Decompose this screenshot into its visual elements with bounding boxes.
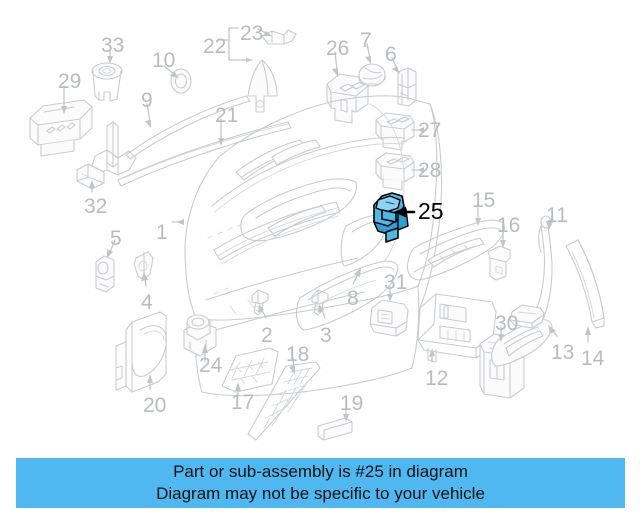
part-29-shape — [29, 99, 93, 157]
diagram-note-banner: Part or sub-assembly is #25 in diagram D… — [16, 458, 625, 508]
callout-label-4: 4 — [141, 291, 153, 314]
callout-label-31: 31 — [384, 271, 408, 294]
part-33-shape — [91, 62, 123, 102]
banner-line-1: Part or sub-assembly is #25 in diagram — [173, 462, 468, 481]
part-4-shape — [133, 251, 154, 281]
part-20-shape — [115, 311, 167, 393]
callout-label-5: 5 — [110, 227, 122, 250]
part-6-shape — [397, 67, 417, 107]
part-32-shape — [76, 121, 137, 190]
callout-arrow-25 — [394, 206, 416, 218]
callout-label-29: 29 — [58, 70, 82, 93]
part-16-shape — [487, 245, 511, 281]
callout-label-18: 18 — [286, 343, 310, 366]
callout-label-8: 8 — [347, 287, 359, 310]
part-17-shape — [221, 347, 279, 393]
part-14-shape — [565, 239, 605, 329]
callout-label-19: 19 — [340, 392, 364, 415]
callout-label-12: 12 — [425, 367, 449, 390]
callout-label-23: 23 — [240, 22, 264, 45]
part-22-shape — [247, 59, 278, 113]
callout-label-7: 7 — [360, 29, 372, 52]
callout-label-32: 32 — [84, 195, 108, 218]
callout-label-28: 28 — [418, 159, 442, 182]
banner-line-2: Diagram may not be specific to your vehi… — [156, 484, 485, 503]
callout-label-24: 24 — [199, 354, 223, 377]
callout-label-33: 33 — [101, 34, 125, 57]
callout-label-26: 26 — [326, 37, 350, 60]
callout-label-15: 15 — [472, 189, 496, 212]
callout-label-3: 3 — [320, 324, 332, 347]
callout-label-1: 1 — [156, 221, 168, 244]
highlighted-part-25-shape — [373, 192, 409, 243]
part-27-shape — [375, 112, 415, 151]
part-24-shape — [183, 314, 217, 357]
part-1-shape — [184, 95, 443, 397]
part-26-shape — [326, 73, 369, 124]
part-23-shape — [261, 29, 297, 45]
part-13-shape — [509, 304, 545, 329]
part-21-shape — [117, 121, 292, 187]
part-8-shape — [295, 260, 399, 331]
part-12-shape — [417, 293, 497, 363]
callout-arrows — [61, 28, 591, 422]
callout-label-9: 9 — [141, 89, 153, 112]
part-19-shape — [317, 417, 353, 441]
part-18-shape — [247, 361, 321, 441]
part-31-shape — [369, 299, 409, 337]
callout-label-30: 30 — [495, 312, 519, 335]
callout-label-20: 20 — [143, 394, 167, 417]
part-28-shape — [375, 152, 415, 191]
part-7-shape — [358, 63, 386, 87]
part-9-shape — [125, 95, 251, 160]
callout-label-22: 22 — [203, 35, 227, 58]
callout-label-21: 21 — [215, 104, 239, 127]
callout-label-13: 13 — [551, 341, 575, 364]
callout-label-27: 27 — [418, 119, 442, 142]
callout-label-14: 14 — [581, 347, 605, 370]
callout-label-17: 17 — [231, 391, 255, 414]
callout-label-10: 10 — [152, 49, 176, 72]
part-3-shape — [311, 289, 329, 316]
callout-label-2: 2 — [261, 324, 273, 347]
callout-label-25: 25 — [418, 198, 444, 224]
callout-label-6: 6 — [385, 43, 397, 66]
callout-label-11: 11 — [546, 204, 568, 227]
part-5-shape — [95, 255, 115, 293]
part-22-bracket — [218, 27, 253, 63]
parts-diagram-artwork: .ln{fill:none;stroke:#c9cccf;stroke-widt… — [29, 27, 605, 441]
part-15-shape — [406, 219, 505, 281]
callout-label-16: 16 — [497, 214, 521, 237]
